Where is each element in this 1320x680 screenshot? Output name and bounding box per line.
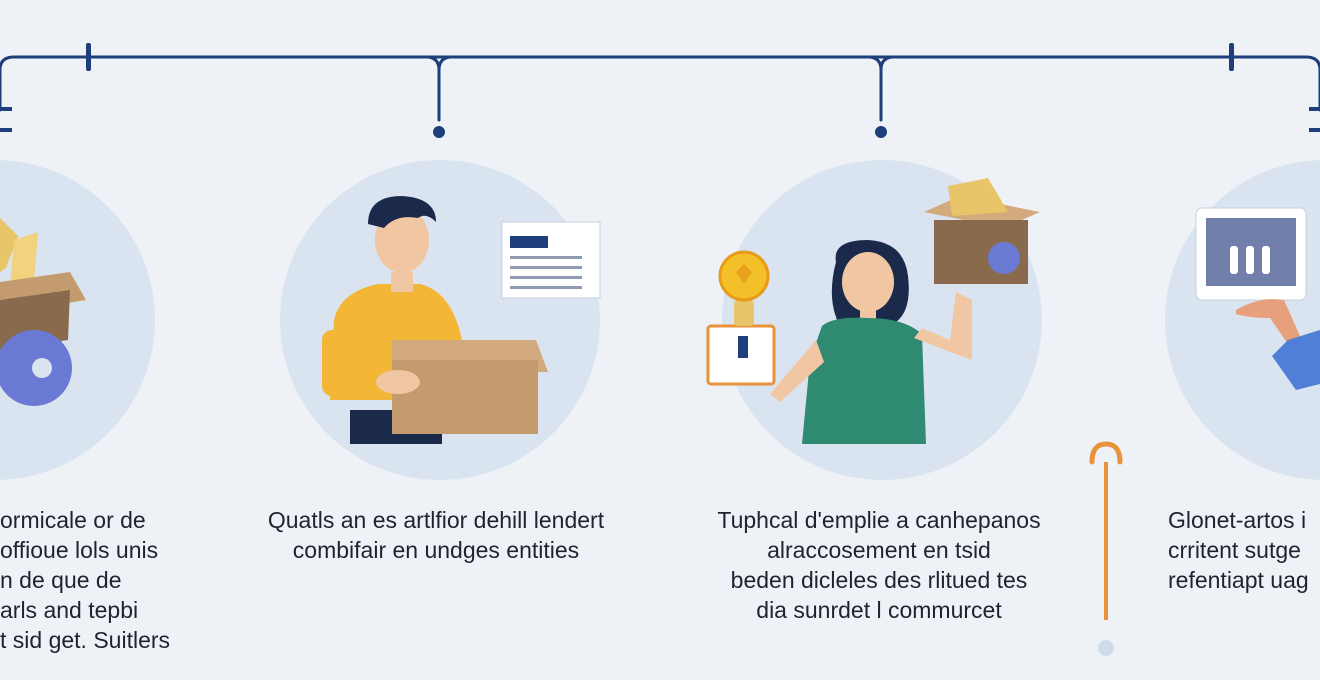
caption-line: refentiapt uag: [1168, 567, 1309, 593]
woman-with-bulb-and-box-icon: [706, 178, 1040, 444]
caption-line: ormicale or de: [0, 507, 146, 533]
caption-line: beden dicleles des rlitued tes: [730, 567, 1028, 593]
step-1-caption: ormicale or de offioue lols unis n de qu…: [0, 505, 200, 655]
box-with-disc-icon: [0, 218, 86, 406]
caption-line: arls and tepbi: [0, 597, 139, 623]
pointer-pin-icon: [1089, 441, 1123, 656]
caption-line: Quatls an es artlfior dehill lendert: [267, 507, 605, 533]
caption-line: dia sunrdet l commurcet: [756, 597, 1002, 623]
timeline-markers: [0, 43, 1320, 138]
caption-line: t sid get. Suitlers: [0, 627, 171, 653]
timeline: [0, 55, 1320, 122]
caption-line: offioue lols unis: [0, 537, 159, 563]
person-carrying-box-icon: [322, 196, 601, 444]
hand-holding-tablet-icon: [1195, 207, 1320, 390]
caption-line: alraccosement en tsid: [767, 537, 991, 563]
caption-line: n de que de: [0, 567, 122, 593]
caption-line: Tuphcal d'emplie a canhepanos: [717, 507, 1041, 533]
step-4-caption: Glonet-artos i crritent sutge refentiapt…: [1168, 505, 1320, 595]
step-3-caption: Tuphcal d'emplie a canhepanos alraccosem…: [674, 505, 1084, 625]
caption-line: Glonet-artos i: [1168, 507, 1307, 533]
step-2-caption: Quatls an es artlfior dehill lendert com…: [236, 505, 636, 565]
caption-line: combifair en undges entities: [292, 537, 580, 563]
caption-line: crritent sutge: [1168, 537, 1301, 563]
